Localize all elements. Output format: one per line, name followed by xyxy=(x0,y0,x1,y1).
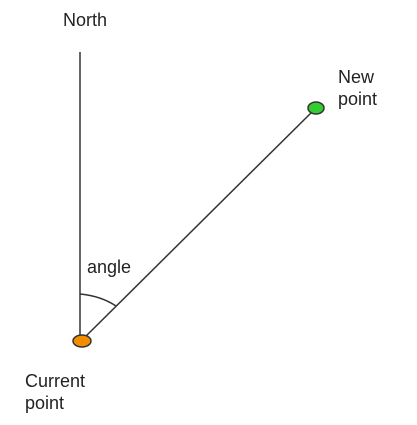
north-label: North xyxy=(63,10,108,30)
new-point-marker xyxy=(307,101,325,115)
current-point-marker xyxy=(72,334,92,348)
current-point-label-line1: Current xyxy=(25,371,86,391)
new-point-label-line2: point xyxy=(338,89,378,109)
current-point-label-line2: point xyxy=(25,393,65,413)
current-point-label: Current point xyxy=(25,370,85,414)
new-point-label: New point xyxy=(338,66,377,110)
bearing-line xyxy=(81,107,317,341)
angle-arc xyxy=(79,293,117,307)
new-point-label-line1: New xyxy=(338,67,375,87)
angle-label: angle xyxy=(87,257,132,277)
